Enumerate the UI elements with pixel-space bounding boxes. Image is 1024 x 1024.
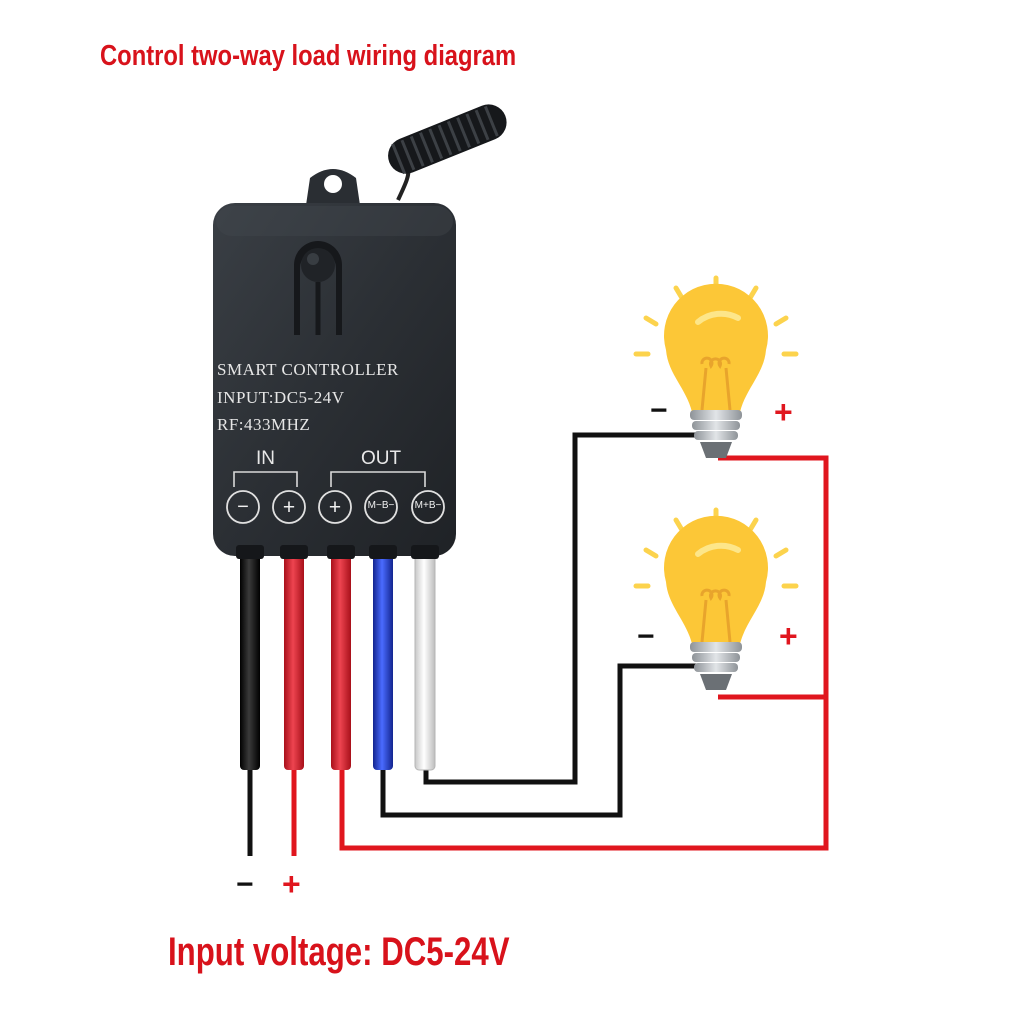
wire-bulb2-negative <box>380 663 697 818</box>
supply-negative-mark: − <box>236 868 254 901</box>
bulb2-positive-mark: + <box>779 618 798 654</box>
diagram-title: Control two-way load wiring diagram <box>100 40 517 72</box>
learn-button[interactable] <box>301 248 335 282</box>
terminal-in-positive <box>272 490 306 524</box>
learn-button-slot <box>294 241 342 335</box>
lead-red-in <box>284 552 304 770</box>
terminal-out-mpb <box>411 490 445 524</box>
bulb-rays <box>633 507 799 589</box>
device-rf-label: RF:433MHZ <box>217 415 311 434</box>
terminal-label-out-positive: + <box>328 496 342 519</box>
smart-controller-device <box>213 169 456 559</box>
terminal-in-negative <box>226 490 260 524</box>
lead-red-out <box>331 552 351 770</box>
lead-black <box>240 552 260 770</box>
bulb1-negative-mark: − <box>650 394 668 427</box>
lead-blue <box>373 552 393 770</box>
terminal-out-mb <box>364 490 398 524</box>
device-name-label: SMART CONTROLLER <box>217 360 399 379</box>
input-voltage-label: Input voltage: DC5-24V <box>168 930 510 974</box>
terminal-label-in-negative: − <box>237 496 249 518</box>
supply-positive-mark: + <box>282 866 301 902</box>
device-leads <box>240 551 436 771</box>
terminal-label-out-mpb: M+B− <box>414 500 442 511</box>
out-label: OUT <box>361 448 402 469</box>
circuit-wires <box>247 432 829 856</box>
bulb2-negative-mark: − <box>637 620 655 653</box>
bulb1-positive-mark: + <box>774 394 793 430</box>
in-label: IN <box>256 448 275 469</box>
terminal-out-positive <box>318 490 352 524</box>
device-case <box>213 203 456 556</box>
antenna <box>388 104 507 201</box>
wire-common-positive <box>339 455 829 851</box>
terminal-label-out-mb: M−B− <box>367 500 395 511</box>
light-bulb-2 <box>633 507 799 690</box>
wire-bulb1-negative <box>423 432 697 785</box>
device-input-label: INPUT:DC5-24V <box>217 388 345 407</box>
light-bulb-1 <box>633 275 799 458</box>
lead-white <box>414 551 436 771</box>
terminal-label-in-positive: + <box>282 496 296 519</box>
